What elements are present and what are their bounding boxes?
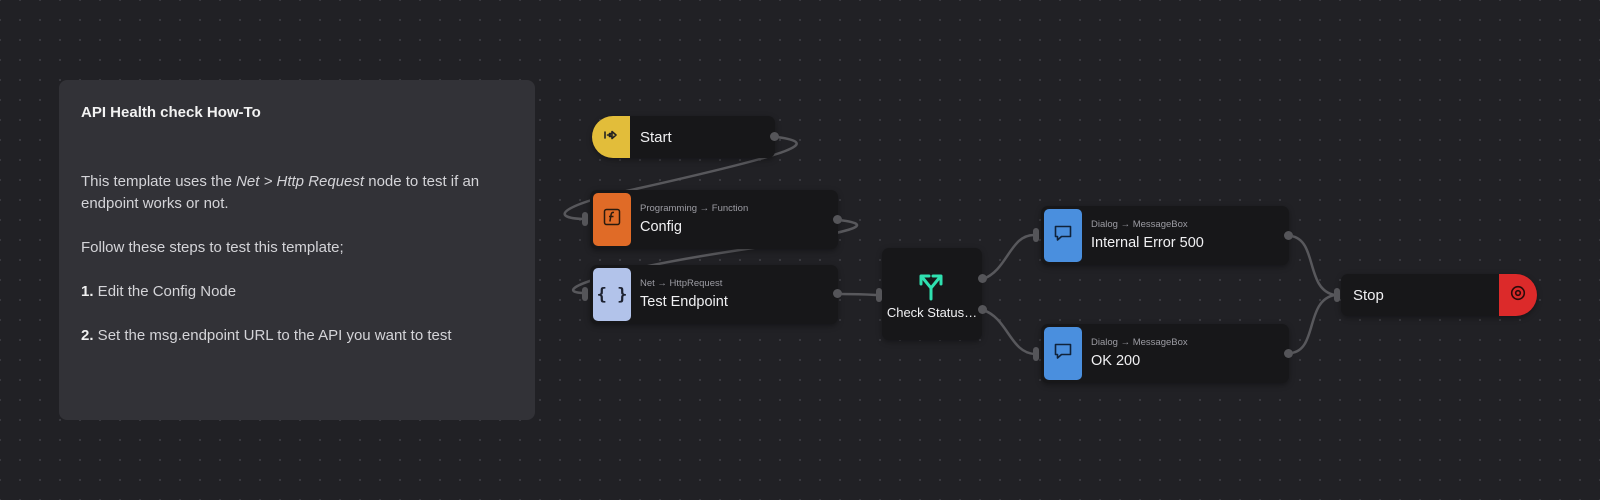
- stop-node[interactable]: Stop: [1334, 274, 1537, 316]
- ok-200-node[interactable]: Dialog → MessageBox OK 200: [1033, 324, 1293, 383]
- test-endpoint-node[interactable]: { } Net → HttpRequest Test Endpoint: [582, 265, 842, 324]
- wire-check-status-to-internal-error: [981, 233, 1037, 281]
- note-step-2: 2. Set the msg.endpoint URL to the API y…: [81, 327, 452, 344]
- note-title: API Health check How-To: [81, 104, 261, 121]
- ok-200-output-port[interactable]: [1284, 349, 1293, 358]
- start-label: Start: [640, 129, 672, 146]
- function-icon: [603, 208, 621, 231]
- how-to-note[interactable]: API Health check How-To This template us…: [59, 80, 535, 420]
- internal-error-node[interactable]: Dialog → MessageBox Internal Error 500: [1033, 206, 1293, 265]
- check-status-output-port-1[interactable]: [978, 274, 987, 283]
- config-label: Config: [640, 219, 682, 235]
- message-icon: [1053, 341, 1073, 366]
- start-node[interactable]: Start: [592, 116, 779, 158]
- ok-200-input-port[interactable]: [1033, 347, 1039, 361]
- wire-test-endpoint-to-check-status: [837, 292, 878, 297]
- ok-200-label: OK 200: [1091, 353, 1141, 369]
- stop-icon: [1510, 285, 1526, 306]
- test-endpoint-output-port[interactable]: [833, 289, 842, 298]
- login-arrow-icon: [603, 127, 619, 148]
- config-input-port[interactable]: [582, 212, 588, 226]
- ok-200-icon-box: [1044, 327, 1082, 380]
- internal-error-icon-box: [1044, 209, 1082, 262]
- config-output-port[interactable]: [833, 215, 842, 224]
- wire-check-status-to-ok-200: [981, 308, 1037, 356]
- internal-error-category: Dialog → MessageBox: [1091, 219, 1188, 230]
- braces-icon: { }: [596, 284, 628, 305]
- note-paragraph-1: This template uses the Net > Http Reques…: [81, 173, 480, 212]
- stop-input-port[interactable]: [1334, 288, 1340, 302]
- test-endpoint-category: Net → HttpRequest: [640, 278, 723, 289]
- split-arrow-icon: [916, 271, 946, 306]
- check-status-output-port-2[interactable]: [978, 305, 987, 314]
- note-emphasis: Net > Http Request: [236, 173, 365, 190]
- stop-label: Stop: [1353, 287, 1384, 304]
- ok-200-category: Dialog → MessageBox: [1091, 337, 1188, 348]
- start-output-port[interactable]: [770, 132, 779, 141]
- test-endpoint-label: Test Endpoint: [640, 294, 728, 310]
- message-icon: [1053, 223, 1073, 248]
- note-step-1: 1. Edit the Config Node: [81, 283, 237, 300]
- config-node[interactable]: Programming → Function Config: [582, 190, 842, 249]
- note-paragraph-2: Follow these steps to test this template…: [81, 239, 344, 256]
- config-icon-box: [593, 193, 631, 246]
- start-icon-box: [592, 116, 630, 158]
- wire-ok-200-to-stop: [1289, 293, 1337, 355]
- check-status-label: Check Status…: [886, 305, 978, 320]
- test-endpoint-icon-box: { }: [593, 268, 631, 321]
- internal-error-output-port[interactable]: [1284, 231, 1293, 240]
- wire-internal-error-to-stop: [1289, 234, 1337, 297]
- internal-error-label: Internal Error 500: [1091, 235, 1204, 251]
- check-status-node[interactable]: Check Status…: [876, 248, 987, 340]
- test-endpoint-input-port[interactable]: [582, 287, 588, 301]
- check-status-input-port[interactable]: [876, 288, 882, 302]
- internal-error-input-port[interactable]: [1033, 228, 1039, 242]
- stop-icon-box: [1499, 274, 1537, 316]
- config-category: Programming → Function: [640, 203, 749, 214]
